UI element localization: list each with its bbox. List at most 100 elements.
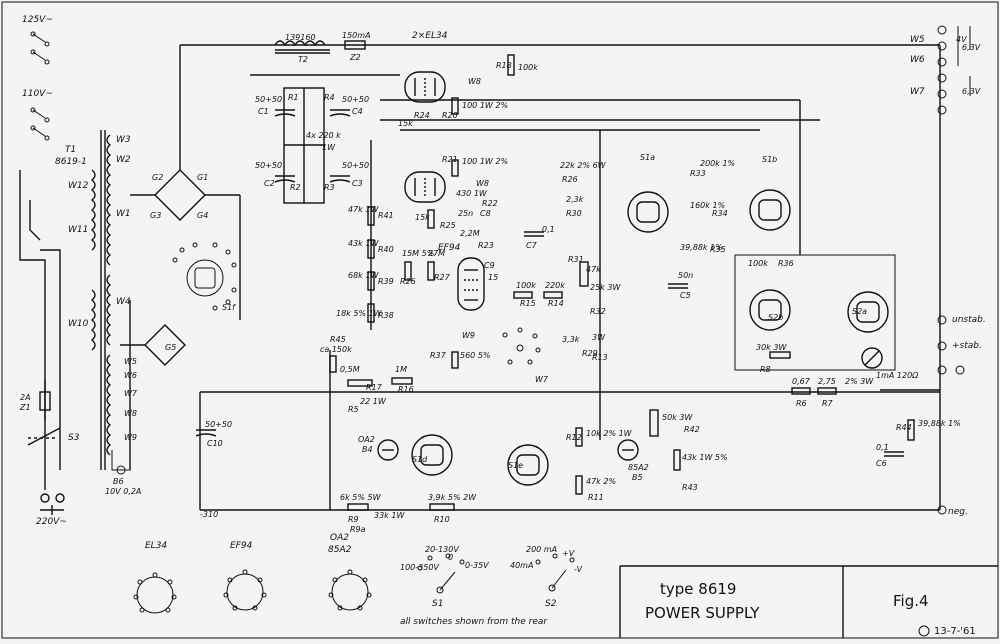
capacitor-c7 <box>524 231 544 237</box>
label-t2-spec: 139160 <box>285 33 316 42</box>
label-125v: 125V~ <box>22 15 53 25</box>
label-b6-rating: 10V 0,2A <box>105 487 141 496</box>
label-fuse-z1: Z1 <box>19 403 31 412</box>
label-r11-value: 47k 2% <box>586 477 616 486</box>
label-r17: R17 <box>366 383 383 392</box>
label-r5: R5 <box>348 405 359 414</box>
label-r26-value: 15M 5% <box>402 249 434 258</box>
label-minus310: -310 <box>200 510 218 519</box>
label-r35-value: 39,88k 1% <box>680 243 723 252</box>
label-t1: T1 <box>65 145 76 155</box>
label-r40-value: 43k 1W <box>348 239 379 248</box>
switch-s2-positions <box>535 553 575 592</box>
label-b6: B6 <box>113 477 124 486</box>
switch-w7 <box>502 327 541 365</box>
label-s2-pos-2: 40mA <box>510 561 533 570</box>
title-name: POWER SUPPLY <box>645 604 760 622</box>
resistor-r44 <box>907 419 915 441</box>
tube-oa2 <box>377 439 399 461</box>
bridge-rectifier-g1-g4 <box>130 169 240 221</box>
label-r20-value: 100 1W 2% <box>462 101 508 110</box>
label-r29-value: 3,3k <box>562 335 580 344</box>
switch-s1b <box>749 189 791 231</box>
label-b4: B4 <box>362 445 373 454</box>
label-r45-value: ca 150k <box>320 345 352 354</box>
resistor-r7 <box>817 387 837 395</box>
label-meter: 1mA 120Ω <box>876 371 919 380</box>
base-diagram-ef94 <box>223 569 267 611</box>
label-r38-value: 18k 5% 1W <box>336 309 383 318</box>
switch-s1-positions <box>417 553 465 594</box>
label-z2: Z2 <box>349 53 361 62</box>
resistor-r10 <box>429 503 455 511</box>
base-diagram-el34 <box>133 572 177 614</box>
label-r18: R18 <box>496 61 512 70</box>
transformer-t1-primary <box>90 169 96 351</box>
label-s1-pos-2: 20-130V <box>425 545 459 554</box>
switch-note: all switches shown from the rear <box>400 617 548 627</box>
label-r39: R39 <box>378 277 394 286</box>
pilot-lamp-b6 <box>111 450 131 475</box>
label-ef94-tube: EF94 <box>438 243 461 253</box>
label-s1b: S1b <box>762 155 777 164</box>
label-110v: 110V~ <box>22 89 53 99</box>
label-r13: R13 <box>592 353 608 362</box>
voltage-switch-110 <box>30 107 50 141</box>
label-s2b: S2b <box>768 313 783 322</box>
label-w7: W7 <box>910 87 925 97</box>
switch-s1a <box>627 191 669 233</box>
label-r7-spec: 2% 3W <box>845 377 874 386</box>
label-r6-value: 0,67 <box>792 377 811 386</box>
label-r16-value: 1M <box>395 365 407 374</box>
label-r6: R6 <box>796 399 807 408</box>
label-r10-value: 3,9k 5% 2W <box>428 493 477 502</box>
label-r15-value: 100k <box>516 281 536 290</box>
label-r29: R29 <box>582 349 598 358</box>
tube-ef94 <box>457 257 485 311</box>
label-c2: C2 <box>264 179 275 188</box>
label-r42-value: 50k 3W <box>662 413 693 422</box>
label-g4: G4 <box>197 211 208 220</box>
label-s1-pos-1: 100-350V <box>400 563 439 572</box>
resistor-r45 <box>329 355 337 373</box>
label-c8-value: 25n <box>458 209 473 218</box>
label-r20: R20 <box>442 111 458 120</box>
label-r35: R35 <box>710 245 726 254</box>
label-s2-pos-1: 200 mA <box>526 545 557 554</box>
transformer-t1-secondaries <box>106 134 112 456</box>
resistor-r18 <box>507 54 515 76</box>
label-r43: R43 <box>682 483 698 492</box>
label-w1: W1 <box>116 209 131 219</box>
label-r21-value: 100 1W 2% <box>462 157 508 166</box>
label-one-watt: 1W <box>322 143 336 152</box>
label-base-oa2: OA2 <box>330 533 349 543</box>
label-r36-value: 100k <box>748 259 768 268</box>
label-r27: R27 <box>434 273 451 282</box>
label-s1a: S1a <box>640 153 655 162</box>
label-r41-value: 47k 1W <box>348 205 379 214</box>
label-mains-220v: 220V~ <box>36 517 67 527</box>
heater-terminals <box>937 25 971 115</box>
label-stab: +stab. <box>952 341 982 351</box>
resistor-r16 <box>391 377 413 385</box>
mains-wiring <box>19 170 65 515</box>
label-g1: G1 <box>197 173 208 182</box>
label-r12: R12 <box>566 433 582 442</box>
label-c1: C1 <box>258 107 269 116</box>
capacitor-c5 <box>668 283 688 289</box>
label-r36: R36 <box>778 259 794 268</box>
label-w7-switch: W7 <box>535 375 549 384</box>
switch-s1f <box>172 242 237 311</box>
label-c3: C3 <box>352 179 363 188</box>
tube-el34-lower <box>404 171 446 203</box>
switch-s1d <box>411 434 453 476</box>
label-c3-value: 50+50 <box>342 161 369 170</box>
label-r11: R11 <box>588 493 604 502</box>
label-c7: C7 <box>526 241 538 250</box>
label-r14: R14 <box>548 299 564 308</box>
resistor-r14 <box>543 291 563 299</box>
label-r24: R24 <box>414 111 430 120</box>
label-r26b-value: 22k 2% 6W <box>560 161 607 170</box>
